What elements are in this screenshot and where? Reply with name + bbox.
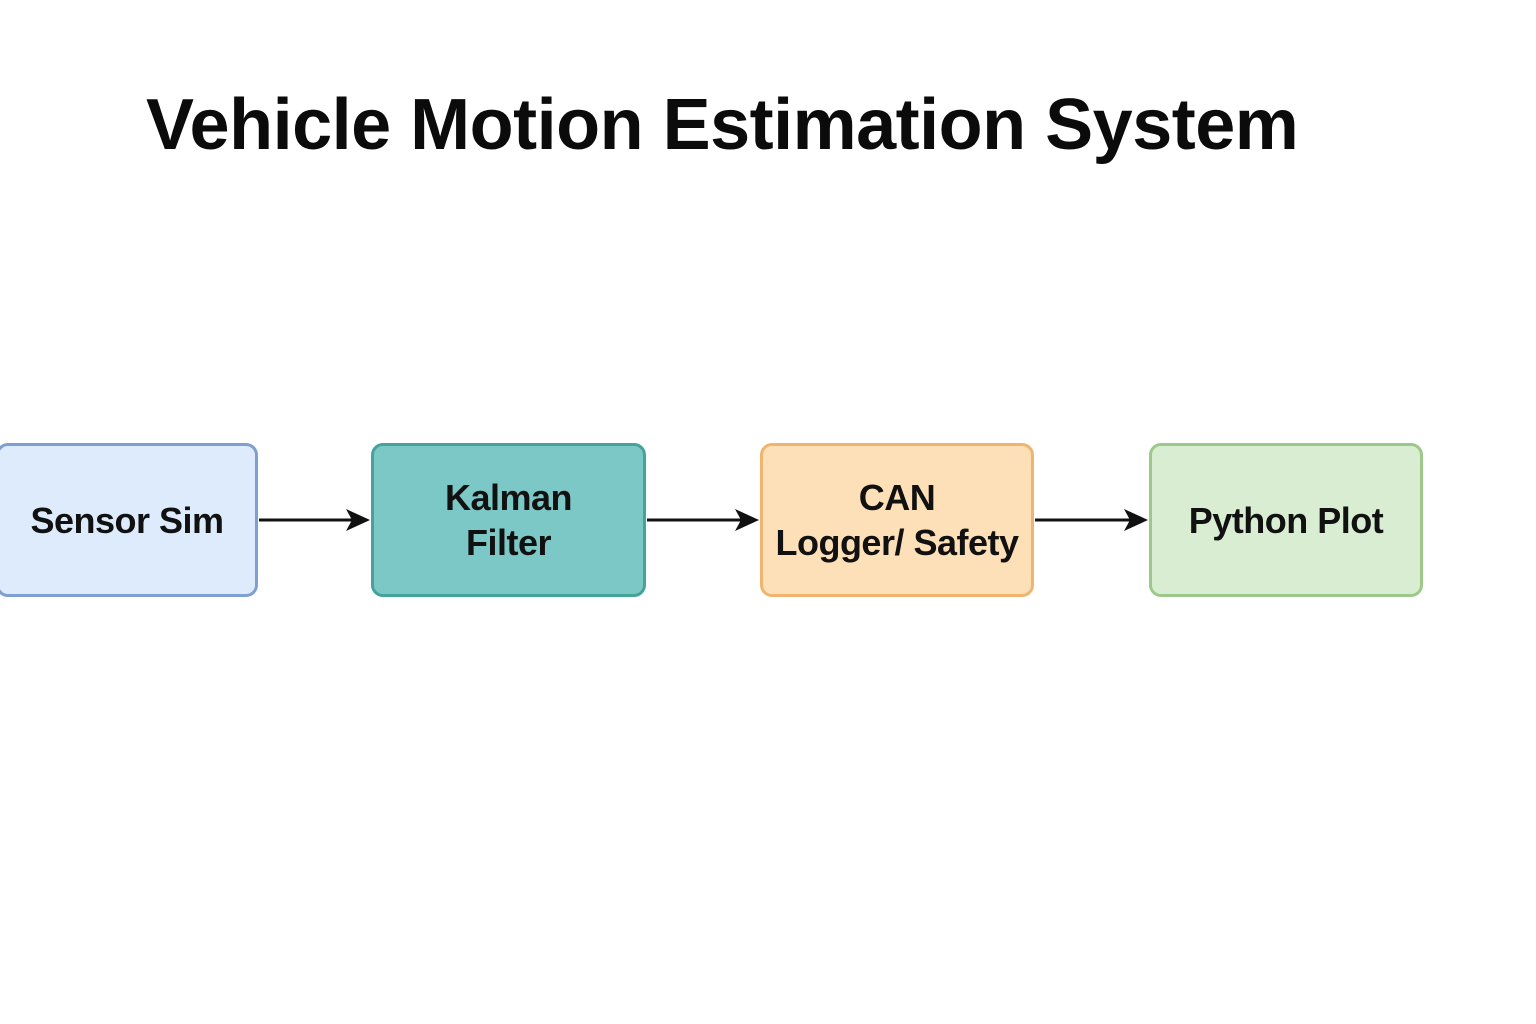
python-plot-node: Python Plot [1149,443,1423,597]
node-label: Python Plot [1188,499,1384,541]
node-label: Kalman [444,477,573,518]
arrow-sensor-to-kalman [259,509,370,531]
kalman-filter-node: Kalman Filter [371,443,646,597]
can-logger-safety-node: CAN Logger/ Safety [760,443,1034,597]
arrow-can-to-plot [1035,509,1148,531]
node-label: Filter [465,522,552,563]
arrow-kalman-to-can [647,509,759,531]
node-label: Logger/ Safety [775,522,1019,563]
node-label: CAN [858,477,936,518]
sensor-sim-node: Sensor Sim [0,443,258,597]
node-label: Sensor Sim [30,499,224,541]
diagram-title: Vehicle Motion Estimation System [146,85,1299,165]
